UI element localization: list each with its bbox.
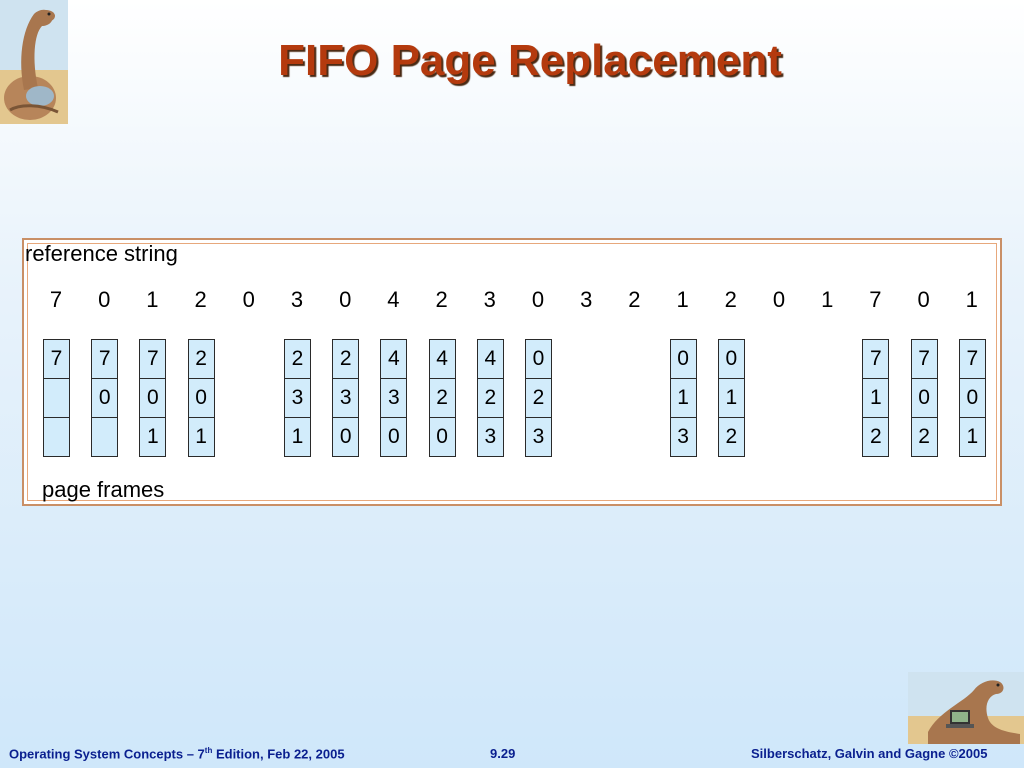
- frame-cell: 0: [188, 379, 214, 418]
- frame-cell: 0: [718, 340, 744, 379]
- frame-cell: 0: [388, 425, 400, 448]
- reference-number: 3: [580, 287, 593, 312]
- footer-course: Operating System Concepts – 7th Edition,…: [9, 746, 345, 762]
- frame-cell: 2: [429, 379, 455, 418]
- reference-number: 0: [339, 287, 352, 312]
- frame-cell: 7: [863, 340, 889, 379]
- reference-number: 0: [98, 287, 111, 312]
- frame-cell: 0: [526, 340, 551, 379]
- frame-cell: 2: [333, 340, 359, 379]
- reference-number: 7: [49, 287, 63, 312]
- frame-cell: 1: [147, 425, 159, 448]
- frame-cell: 2: [870, 425, 882, 448]
- page-title: FIFO Page Replacement: [278, 36, 782, 85]
- reference-number: 1: [965, 287, 978, 312]
- frame-cell: 0: [339, 425, 352, 448]
- page-frames-label: page frames: [42, 477, 165, 502]
- reference-number: 7: [869, 287, 882, 312]
- frame-cell: 2: [285, 340, 310, 379]
- reference-number: 0: [772, 287, 786, 312]
- frame-cell: 7: [959, 340, 985, 379]
- frame-cell: 3: [484, 425, 497, 448]
- reference-number: 0: [242, 287, 255, 312]
- frame-cell: 0: [959, 379, 985, 418]
- frame-cell: 3: [285, 379, 310, 418]
- frame-cell: 0: [92, 379, 118, 418]
- frame-cell: 0: [911, 379, 937, 418]
- frame-cell: 2: [725, 425, 738, 448]
- frame-cell: 2: [188, 340, 214, 379]
- frame-cell: 1: [670, 379, 696, 418]
- reference-number: 1: [146, 287, 159, 312]
- frame-cell: 7: [44, 340, 69, 379]
- frame-cell: 0: [670, 340, 696, 379]
- frame-cell: 2: [918, 425, 930, 448]
- reference-number: 4: [387, 287, 400, 312]
- frame-column: 7: [43, 339, 70, 457]
- reference-number: 2: [435, 287, 448, 312]
- frame-cell: 3: [677, 425, 689, 448]
- reference-number: 0: [531, 287, 545, 312]
- frame-cell: 7: [92, 340, 118, 379]
- frame-cell: 2: [526, 379, 551, 418]
- reference-number: 0: [917, 287, 930, 312]
- frame-cell: 3: [381, 379, 407, 418]
- reference-number: 3: [483, 287, 496, 312]
- frame-cell: 7: [911, 340, 937, 379]
- frame-cell: 0: [140, 379, 166, 418]
- frame-cell: 3: [532, 425, 545, 448]
- reference-number: 1: [821, 287, 834, 312]
- frame-cell: 1: [863, 379, 889, 418]
- frame-cell: 1: [718, 379, 744, 418]
- frame-cell: 4: [429, 340, 455, 379]
- frame-cell: [92, 418, 117, 456]
- frame-cell: 4: [381, 340, 407, 379]
- frame-cell: [44, 418, 69, 456]
- reference-number: 3: [290, 287, 304, 312]
- frame-cell: 3: [333, 379, 359, 418]
- reference-number: 2: [628, 287, 641, 312]
- frame-cell: [44, 379, 69, 418]
- reference-string-label: reference string: [25, 241, 178, 266]
- frame-cell: 4: [477, 340, 503, 379]
- frame-cell: 0: [436, 425, 448, 448]
- reference-number: 2: [724, 287, 737, 312]
- frame-cell: 1: [966, 425, 979, 448]
- dinosaur-icon: [0, 0, 68, 124]
- frame-cell: 1: [195, 425, 207, 448]
- frame-cell: 2: [477, 379, 503, 418]
- frame-cell: 7: [140, 340, 166, 379]
- footer-page-number: 9.29: [490, 746, 516, 761]
- figure-inner-border: [27, 243, 997, 501]
- reference-number: 1: [676, 287, 689, 312]
- fifo-figure: [22, 238, 1002, 506]
- footer-copyright: Silberschatz, Galvin and Gagne ©2005: [751, 746, 988, 761]
- frame-cell: 1: [291, 425, 304, 448]
- reference-number: 2: [194, 287, 207, 312]
- dinosaur-laptop-icon: [908, 672, 1024, 744]
